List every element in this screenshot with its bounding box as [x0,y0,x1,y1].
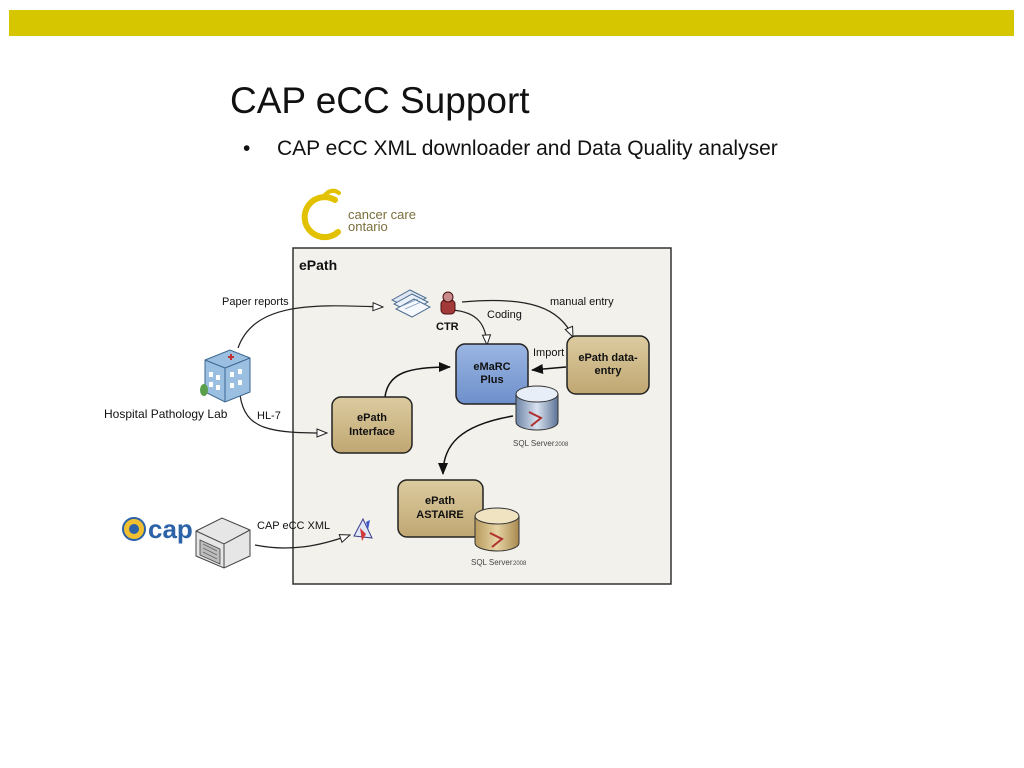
emarc-plus-box [455,343,529,405]
label-cap-ecc-xml: CAP eCC XML [257,520,330,532]
epath-astaire-box [397,479,484,538]
epath-interface-label-line1: ePath [357,412,387,424]
emarc-plus-label-line1: eMaRC [473,361,510,373]
edge-paper-reports [237,306,383,349]
database-icon [515,385,559,431]
edge-manual-entry [461,299,573,337]
database-icon [474,507,520,552]
label-hospital-pathology-lab: Hospital Pathology Lab [104,407,228,421]
epath-astaire-label-line2: ASTAIRE [416,509,463,521]
hospital-building-icon [200,349,251,403]
cco-logo-text-line2: ontario [348,219,388,234]
person-icon [440,291,456,315]
label-hl7: HL-7 [257,410,281,422]
bullet-item: • CAP eCC XML downloader and Data Quality… [243,137,778,161]
edge-emarc-to-astaire [438,415,514,475]
sqlserver-version-2: 2008 [513,561,527,567]
xml-tool-icon [353,517,373,541]
epath-data-entry-label-line2: entry [595,365,623,377]
cco-logo-text-line1: cancer care [348,207,416,222]
label-manual-entry: manual entry [550,296,614,308]
emarc-plus-label-line2: Plus [480,374,503,386]
edge-import [531,364,567,375]
sqlserver-label-2: SQL Server [471,558,513,567]
sqlserver-label-1: SQL Server [513,439,555,448]
epath-data-entry-label-line1: ePath data- [578,352,638,364]
sqlserver-version-1: 2008 [555,442,569,448]
edge-coding [451,309,487,345]
label-coding: Coding [487,309,522,321]
label-paper-reports: Paper reports [222,296,289,308]
edge-hl7 [239,394,327,433]
slide-title: CAP eCC Support [230,80,530,121]
edge-interface-to-emarc [384,362,451,398]
edge-cap-ecc-xml [254,535,350,549]
bullet-text: CAP eCC XML downloader and Data Quality … [277,137,778,160]
ctr-label: CTR [436,321,459,333]
epath-interface-label-line2: Interface [349,426,395,438]
bullet-dot: • [243,137,251,160]
label-import: Import [533,347,564,359]
server-icon [195,517,251,569]
cap-logo: cap [122,514,193,544]
epath-data-entry-box [566,335,650,395]
cap-logo-text: cap [148,514,193,544]
epath-astaire-label-line1: ePath [425,495,455,507]
epath-interface-box [331,396,413,454]
accent-bar [9,10,1014,36]
epath-container-label: ePath [299,257,337,273]
documents-icon [390,289,432,318]
cancer-care-ontario-logo: cancer care ontario [301,188,416,241]
